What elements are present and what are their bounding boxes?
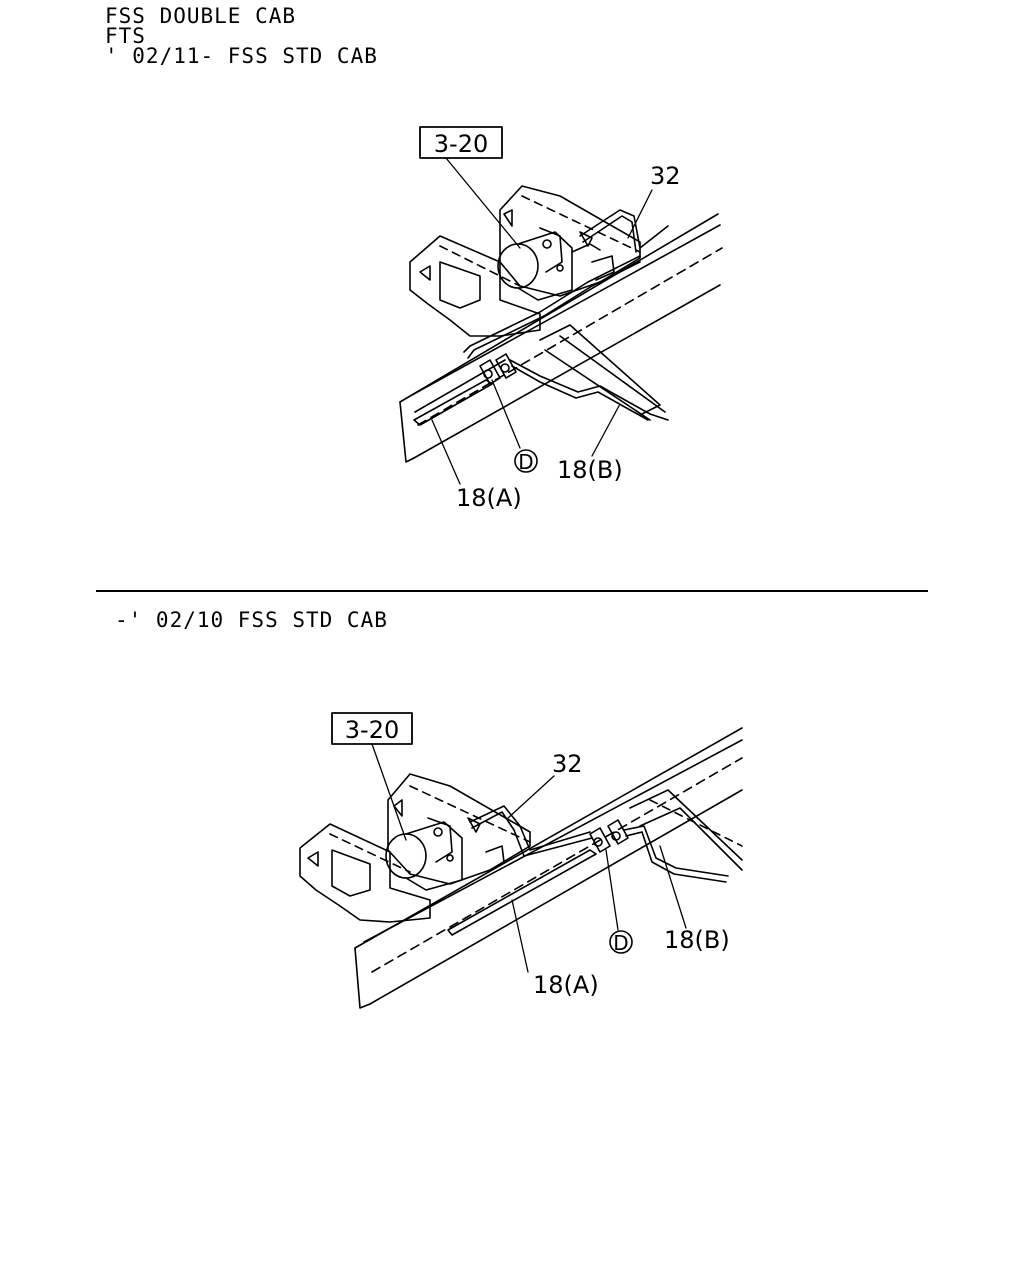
bottom-crossmember <box>629 789 743 871</box>
bottom-label-32: 32 <box>552 750 583 778</box>
bottom-marker-d-circle <box>609 930 633 954</box>
bottom-pipe-18b <box>623 825 729 883</box>
bottom-diagram: 3-20 32 D 18(B) 18(A) <box>299 712 743 1009</box>
bottom-pipe-32 <box>467 805 593 857</box>
section-divider <box>96 590 928 592</box>
top-frame-rail <box>399 213 723 463</box>
bottom-ref-box <box>331 712 413 745</box>
top-bracket-right <box>499 185 641 297</box>
top-pipe-32 <box>579 209 669 253</box>
bottom-pump-assembly <box>385 817 505 891</box>
top-pump-assembly <box>497 227 615 301</box>
bottom-bracket-left <box>299 823 431 923</box>
top-marker-d-circle <box>514 449 538 473</box>
bottom-frame-rail <box>354 727 743 1009</box>
bottom-label-18a: 18(A) <box>533 971 599 999</box>
section-2-title: -' 02/10 FSS STD CAB <box>115 608 388 632</box>
header-line-1: FSS DOUBLE CAB <box>105 4 297 28</box>
bottom-leaders <box>371 743 687 973</box>
top-connectors <box>479 353 517 385</box>
top-label-18b: 18(B) <box>557 456 623 484</box>
top-pipe-18a <box>413 255 641 426</box>
top-ref-box-label: 3-20 <box>434 130 488 158</box>
header-line-3: ' 02/11- FSS STD CAB <box>105 44 378 68</box>
top-pipe-18b <box>509 359 669 421</box>
bottom-connectors <box>589 819 629 853</box>
top-crossmember <box>539 324 666 421</box>
top-diagram: 3-20 32 D 18(B) 18(A) <box>399 126 723 512</box>
top-label-32: 32 <box>650 162 681 190</box>
bottom-bracket-right <box>387 773 531 885</box>
bottom-label-18b: 18(B) <box>664 926 730 954</box>
header-line-2: FTS <box>105 24 146 48</box>
bottom-ref-box-label: 3-20 <box>345 716 399 744</box>
top-label-18a: 18(A) <box>456 484 522 512</box>
top-leaders <box>431 157 653 485</box>
top-bracket-left <box>409 235 541 337</box>
top-ref-box <box>419 126 503 159</box>
top-label-d: D <box>518 450 533 474</box>
bottom-pipe-18a <box>447 849 597 936</box>
bottom-label-d: D <box>613 931 628 955</box>
